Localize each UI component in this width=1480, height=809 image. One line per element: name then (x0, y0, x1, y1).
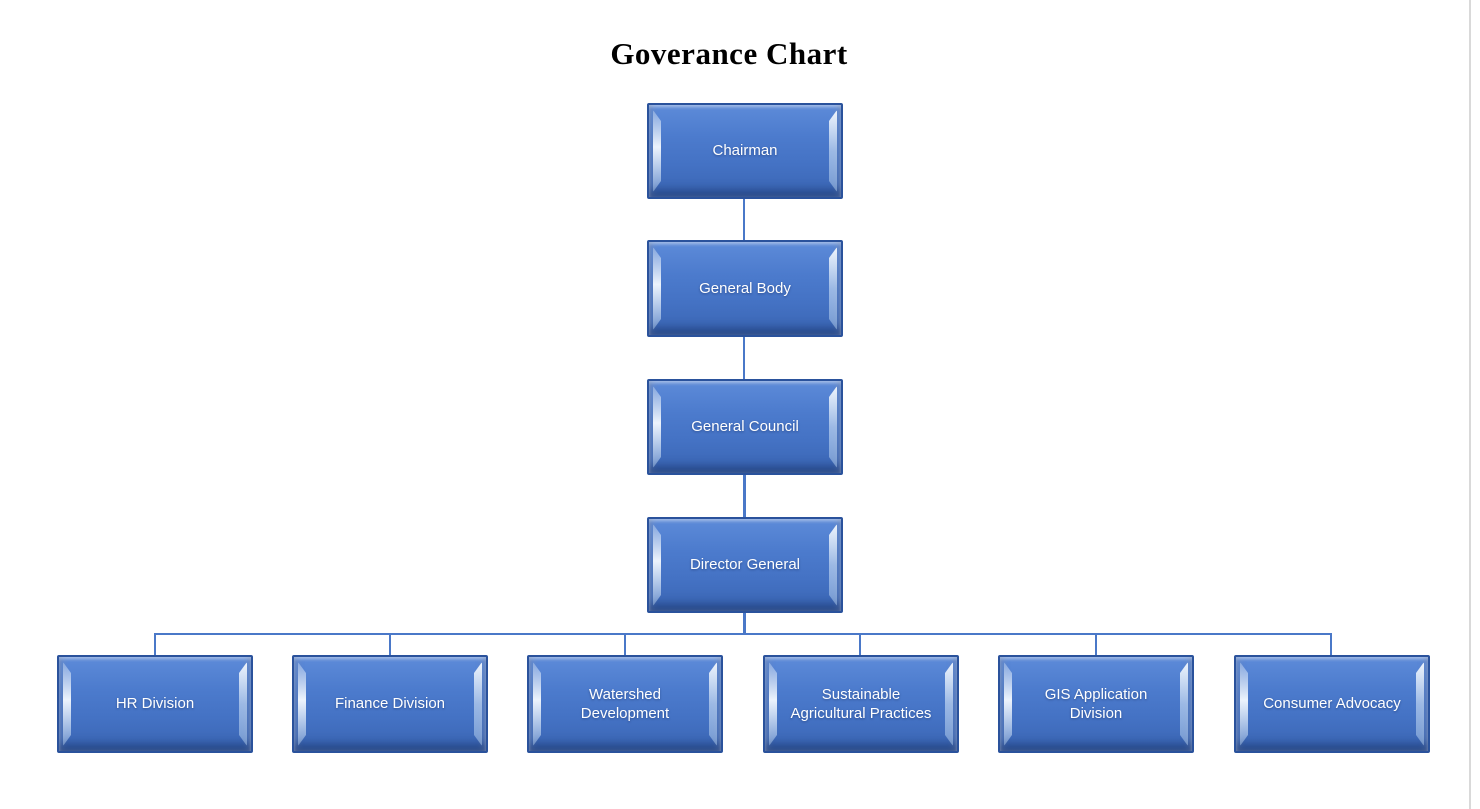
page-edge-line (1469, 0, 1471, 809)
org-node-chairman[interactable]: Chairman (647, 103, 843, 199)
org-node-sustainable-agricultural-practices[interactable]: Sustainable Agricultural Practices (763, 655, 959, 753)
connector-directorgeneral-stem (743, 613, 746, 635)
org-node-hr-division[interactable]: HR Division (57, 655, 253, 753)
page-title: Goverance Chart (610, 36, 848, 71)
org-node-gis-application-division[interactable]: GIS Application Division (998, 655, 1194, 753)
org-node-watershed-development[interactable]: Watershed Development (527, 655, 723, 753)
connector-chairman-generalbody (743, 199, 745, 240)
connector-drop-finance-division (389, 635, 391, 655)
connector-horizontal-bus (154, 633, 1332, 635)
org-node-label: Director General (689, 556, 801, 574)
org-node-label: Sustainable Agricultural Practices (790, 685, 932, 722)
org-node-label: Chairman (712, 142, 778, 160)
org-node-label: GIS Application Division (1044, 685, 1148, 722)
org-node-general-body[interactable]: General Body (647, 240, 843, 337)
connector-drop-hr-division (154, 635, 156, 655)
org-node-label: HR Division (115, 695, 195, 713)
org-node-finance-division[interactable]: Finance Division (292, 655, 488, 753)
connector-generalbody-generalcouncil (743, 337, 745, 379)
org-node-label: Watershed Development (580, 685, 670, 722)
org-node-label: General Council (691, 418, 799, 436)
connector-drop-watershed-development (624, 635, 626, 655)
org-node-general-council[interactable]: General Council (647, 379, 843, 475)
connector-generalcouncil-directorgeneral (743, 475, 746, 517)
connector-drop-gis-application-division (1095, 635, 1097, 655)
org-node-consumer-advocacy[interactable]: Consumer Advocacy (1234, 655, 1430, 753)
org-node-label: Consumer Advocacy (1263, 695, 1401, 713)
org-node-label: General Body (699, 279, 791, 297)
connector-drop-consumer-advocacy (1330, 635, 1332, 655)
org-node-label: Finance Division (334, 695, 446, 713)
org-node-director-general[interactable]: Director General (647, 517, 843, 613)
connector-drop-sustainable-agricultural-practices (859, 635, 861, 655)
